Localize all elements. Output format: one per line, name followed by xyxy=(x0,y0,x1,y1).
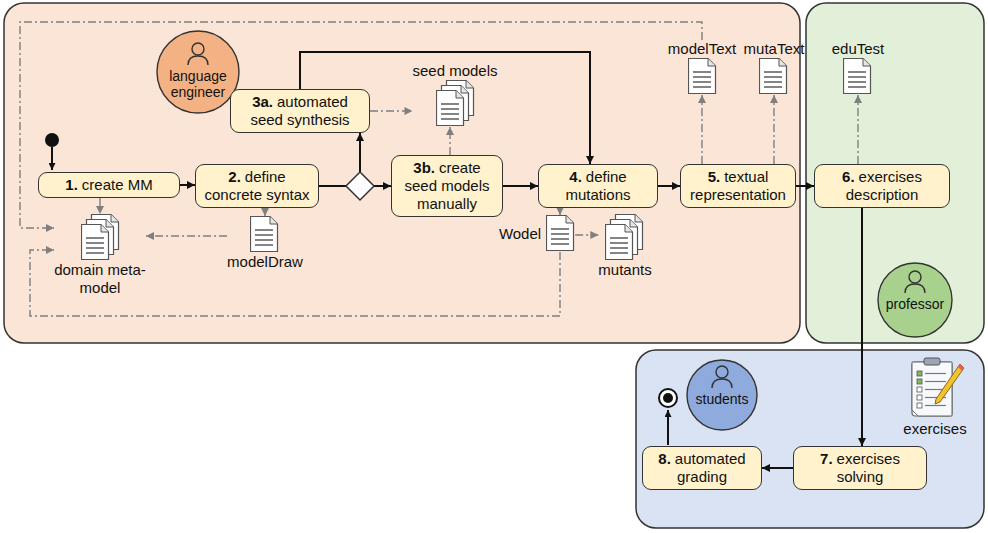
artifact-flow xyxy=(264,208,265,216)
document-icon xyxy=(546,215,575,252)
actor-label: professor xyxy=(886,296,944,312)
process-box: 4.define mutations xyxy=(538,164,658,208)
document-icon xyxy=(605,214,644,261)
artifact-flow xyxy=(449,127,450,155)
end-node xyxy=(659,389,677,407)
artifact-flow xyxy=(559,208,560,215)
students-panel xyxy=(636,350,984,528)
control-flow xyxy=(503,185,538,187)
actor-label: language engineer xyxy=(169,68,227,100)
artifact-label: seed models xyxy=(412,62,497,80)
process-box: 6.exercises description xyxy=(814,164,950,208)
step-number: 7. xyxy=(820,450,833,467)
control-flow xyxy=(180,184,195,186)
artifact-label: eduTest xyxy=(832,40,885,58)
process-box: 3b.create seed models manually xyxy=(391,155,503,217)
artifact-doc: eduTest xyxy=(832,40,885,95)
control-flow xyxy=(762,467,793,469)
step-number: 5. xyxy=(708,168,721,185)
process-box: 2.define concrete syntax xyxy=(195,164,319,208)
document-icon xyxy=(81,214,120,261)
artifact-label: modelText xyxy=(668,40,736,58)
control-flow xyxy=(861,208,863,446)
start-node xyxy=(45,133,59,147)
control-flow xyxy=(796,185,814,187)
step-number: 3b. xyxy=(413,159,435,176)
step-label: automated grading xyxy=(675,450,746,485)
professor-panel xyxy=(806,3,984,343)
end-node-dot xyxy=(663,393,673,403)
artifact-label: modelDraw xyxy=(227,253,303,271)
control-flow xyxy=(658,185,680,187)
artifact-flow xyxy=(146,235,227,236)
clipboard-icon xyxy=(904,356,966,420)
step-label: exercises description xyxy=(846,168,922,203)
step-number: 4. xyxy=(569,168,582,185)
artifact-doc: mutaText xyxy=(744,40,805,95)
actor-circle: language engineer xyxy=(156,30,240,114)
artifact-flow xyxy=(575,234,598,235)
document-icon xyxy=(250,216,279,253)
artifact-doc: Wodel xyxy=(499,215,575,252)
artifact-doc: seed models xyxy=(412,62,497,127)
artifact-flow xyxy=(99,198,100,214)
step-number: 1. xyxy=(65,176,78,193)
process-box: 3a.automated seed synthesis xyxy=(230,89,370,133)
artifact-doc: mutants xyxy=(598,214,651,279)
engineer-panel xyxy=(4,3,800,343)
artifact-doc: modelText xyxy=(668,40,736,95)
process-box: 7.exercises solving xyxy=(793,446,927,490)
decision-diamond xyxy=(346,172,374,200)
step-number: 6. xyxy=(842,168,855,185)
person-icon xyxy=(712,366,732,388)
document-icon xyxy=(436,80,475,127)
artifact-label: mutants xyxy=(598,261,651,279)
actor-circle: students xyxy=(686,359,758,431)
artifact-doc: domain meta-model xyxy=(54,214,146,297)
process-box: 5.textual representation xyxy=(680,164,796,208)
person-icon xyxy=(905,271,925,293)
artifact-label: exercises xyxy=(903,420,966,438)
artifact-flow xyxy=(370,110,412,111)
process-box: 1.create MM xyxy=(38,172,180,198)
exercises-icon: exercises xyxy=(903,356,966,438)
person-icon xyxy=(188,43,208,65)
document-icon xyxy=(843,58,872,95)
step-number: 3a. xyxy=(252,93,273,110)
process-box: 8.automated grading xyxy=(642,446,762,490)
artifact-flow xyxy=(773,95,774,164)
artifact-flow xyxy=(20,22,702,228)
artifact-flow xyxy=(701,95,702,164)
artifact-label: domain meta-model xyxy=(54,261,146,297)
artifact-label: mutaText xyxy=(744,40,805,58)
step-number: 2. xyxy=(228,168,241,185)
document-icon xyxy=(688,58,717,95)
artifact-doc: modelDraw xyxy=(227,216,303,271)
step-number: 8. xyxy=(658,450,671,467)
artifact-label: Wodel xyxy=(499,225,541,243)
end-flow xyxy=(667,410,669,445)
start-flow xyxy=(51,147,53,170)
artifact-flow xyxy=(30,250,560,316)
step-label: exercises solving xyxy=(837,450,900,485)
step-label: textual representation xyxy=(690,168,786,203)
step-label: create MM xyxy=(82,176,153,193)
step-label: define concrete syntax xyxy=(204,168,309,203)
artifact-flow xyxy=(857,95,858,164)
document-icon xyxy=(759,58,788,95)
actor-label: students xyxy=(696,391,749,407)
actor-circle: professor xyxy=(877,262,953,338)
